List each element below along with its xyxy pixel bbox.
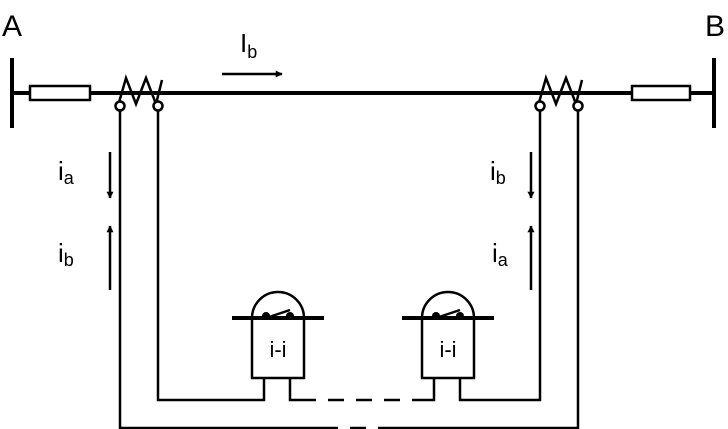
right-current-label-2: ia (492, 238, 509, 270)
bus-b-label: B (705, 10, 725, 43)
pilot-wire-inner-left (156, 110, 266, 402)
line-current-label: Ib (240, 28, 257, 62)
relay-left-label: i-i (269, 337, 286, 362)
pilot-wire-outer-right (378, 110, 580, 429)
relay-right-contact-arm (435, 308, 461, 320)
bus-a-label: A (2, 10, 22, 43)
pilot-wire-outer-left (118, 110, 322, 429)
left-current-label-1: ia (58, 156, 75, 188)
left-current-label-2: ib (58, 238, 74, 270)
right-current-label-1: ib (490, 156, 506, 188)
pilot-wire-inner-mid (288, 378, 300, 402)
relay-left-contact-arm (265, 308, 291, 320)
relay-right: i-i (402, 290, 494, 380)
relay-left: i-i (232, 290, 324, 380)
pilot-wire-inner-mid-right (420, 378, 436, 402)
line-impedance-right (630, 84, 692, 102)
pilot-wire-inner-right (458, 110, 542, 402)
relay-right-label: i-i (439, 337, 456, 362)
current-transformer-right (534, 74, 584, 112)
line-impedance-left (28, 84, 92, 102)
